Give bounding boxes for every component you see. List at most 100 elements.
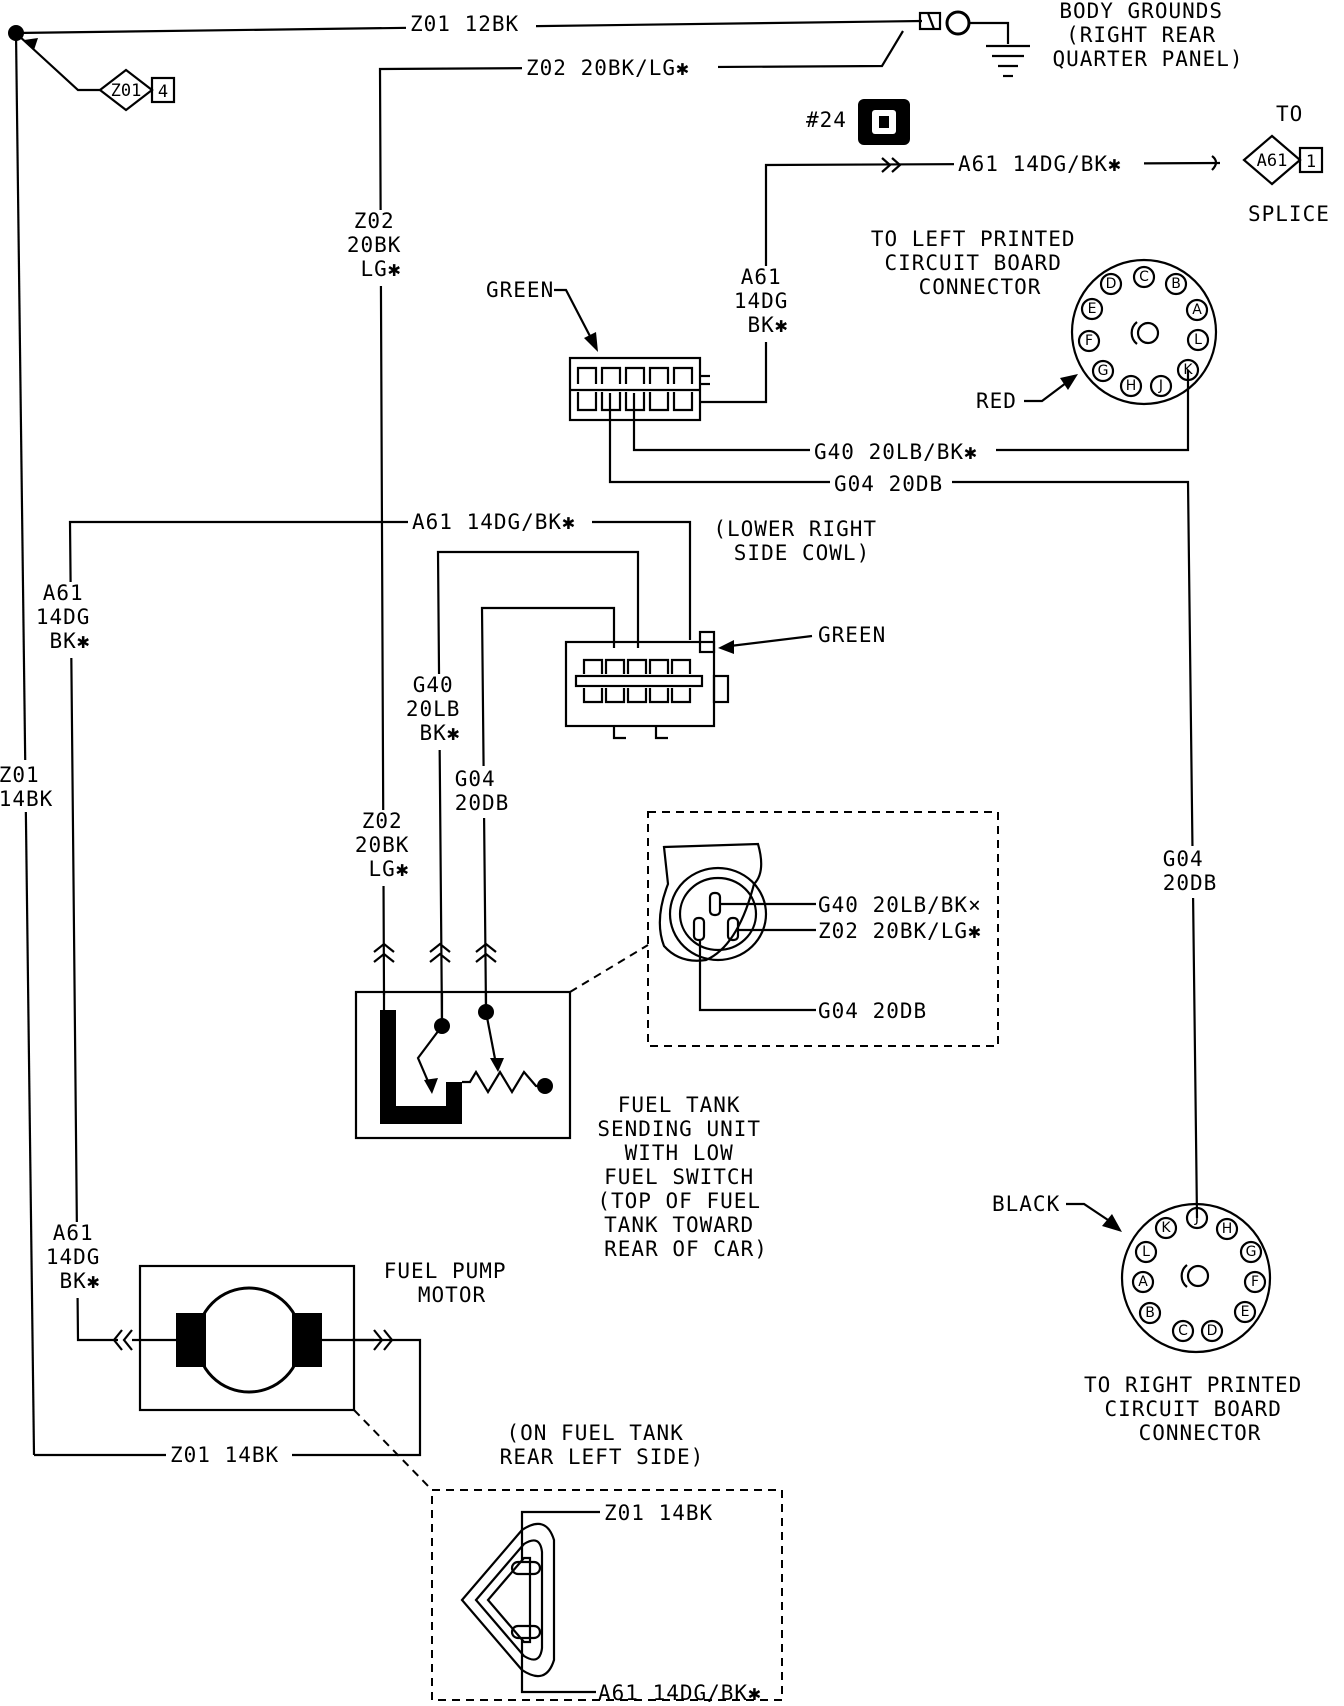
splice-tag-z01-num: 4 [158,82,168,102]
ring-terminal-icon [945,10,971,36]
right-pcb-connector: K J H G F E D C B A L BLACK TO RIGHT PRI… [992,1192,1316,1445]
black-label: BLACK [992,1192,1060,1216]
connector-shell-icon [658,842,763,962]
upper-green-connector: GREEN [486,278,710,422]
svg-text:L: L [1142,1244,1150,1260]
z01-splice-tag: Z01 4 [98,68,176,112]
label-z01-vertical-left: Z01 14BK [0,763,53,811]
fuel-tank-sending-unit: FUEL TANK SENDING UNIT WITH LOW FUEL SWI… [354,942,774,1261]
label-g04-vertical-right: G04 20DB [1163,847,1218,895]
motor-icon [195,1286,303,1394]
label-a61-mid: A61 14DG/BK✱ [412,510,576,534]
pcb-right-pins: K J H G F E D C B A L [1131,1206,1267,1343]
arrow-head-icon [1102,1214,1122,1232]
splice-tag-a61: A61 [1257,151,1288,171]
splice-label: SPLICE [1248,202,1330,226]
label-masks [0,12,1218,1467]
label-z02-vertical-lower: Z02 20BK LG✱ [355,809,423,881]
chevron-icon [373,942,395,953]
splice-dot-icon [8,25,24,41]
svg-text:E: E [1241,1304,1250,1320]
svg-text:H: H [1126,378,1137,394]
sender-pin-z02: Z02 20BK/LG✱ [818,919,982,943]
chevron-icon [881,157,892,173]
a61-splice-tag: TO A61 1 SPLICE [1211,102,1330,226]
break-icon [1211,155,1218,171]
label-g40-vertical: G40 20LB BK✱ [406,673,474,745]
sender-pin-g40: G40 20LB/BK× [818,893,982,917]
pcb-connector-body [1070,258,1218,406]
lower-green-connector: (LOWER RIGHT SIDE COWL) GREEN [564,517,890,740]
left-pcb-connector: D C B A L K J H G F E TO LEFT PRINTED CI… [871,227,1218,413]
z01-splice-leader [17,34,100,92]
low-fuel-switch-icon [380,1010,462,1124]
pump-box [138,1264,356,1412]
svg-text:G: G [1098,363,1109,379]
sending-unit-label: FUEL TANK SENDING UNIT WITH LOW FUEL SWI… [597,1093,774,1261]
svg-text:G: G [1246,1244,1257,1260]
pump-pin-a61: A61 14DG/BK✱ [598,1681,762,1705]
svg-text:J: J [1194,1210,1199,1226]
lower-right-cowl-label: (LOWER RIGHT SIDE COWL) [713,517,890,565]
svg-text:D: D [1106,276,1117,292]
wire-labels: Z01 12BK Z02 20BK/LG✱ A61 14DG/BK✱ A61 1… [0,12,1218,1467]
svg-text:L: L [1194,332,1202,348]
svg-text:F: F [1251,1274,1259,1290]
fuel-pump-motor-label: FUEL PUMP MOTOR [384,1259,520,1307]
red-label: RED [976,389,1017,413]
arrow-head-icon [1060,374,1078,390]
label-a61-top: A61 14DG/BK✱ [958,152,1122,176]
chevron-icon [122,1329,133,1351]
arrow-head-icon [24,38,38,50]
pump-connector-shell-icon [460,1522,556,1678]
green-lower-label: GREEN [818,623,886,647]
label-z01-12bk: Z01 12BK [410,12,519,36]
sending-unit-box [354,990,572,1140]
svg-text:K: K [1183,362,1193,378]
arrow-head-icon [718,640,734,654]
pump-pin-z01: Z01 14BK [604,1501,713,1525]
right-pcb-label: TO RIGHT PRINTED CIRCUIT BOARD CONNECTOR [1084,1373,1316,1445]
svg-text:C: C [1139,269,1149,285]
label-z02-vertical-upper: Z02 20BK LG✱ [347,209,415,281]
label-a61-vertical-green: A61 14DG BK✱ [734,265,802,337]
connector-24-label: #24 [806,108,847,132]
svg-text:F: F [1085,333,1093,349]
splice-tag-a61-num: 1 [1306,152,1316,172]
label-a61-vertical-pump: A61 14DG BK✱ [46,1221,114,1293]
wire-g40-upper [632,370,1190,452]
wire-g40-lower [436,550,640,1027]
label-g04-vertical: G04 20DB [455,767,510,815]
arrow-head-icon [584,332,598,352]
svg-text:J: J [1158,378,1163,394]
body-ground: BODY GROUNDS (RIGHT REAR QUARTER PANEL) [918,0,1243,78]
pump-connector-detail: (ON FUEL TANK REAR LEFT SIDE) Z01 14BK A… [353,1409,783,1705]
body-grounds-label: BODY GROUNDS (RIGHT REAR QUARTER PANEL) [1052,0,1243,71]
label-z02-20bk-lg: Z02 20BK/LG✱ [526,56,690,80]
label-g40: G40 20LB/BK✱ [814,440,978,464]
svg-text:D: D [1207,1323,1218,1339]
detail-box [431,1489,783,1701]
svg-text:A: A [1192,302,1202,318]
wire-z01-14bk-vertical [14,32,36,1456]
fuel-tank-rear-label: (ON FUEL TANK REAR LEFT SIDE) [500,1421,705,1469]
switch-arm-icon [416,1025,443,1087]
pcb-connector-body [1120,1202,1272,1354]
sending-unit-connector-detail: G40 20LB/BK× Z02 20BK/LG✱ G04 20DB [569,811,999,1047]
svg-text:C: C [1178,1323,1188,1339]
wire-z01-14bk-bottom [34,1338,422,1457]
label-a61-vertical-left: A61 14DG BK✱ [36,581,104,653]
fuel-pump-motor: FUEL PUMP MOTOR [112,1259,520,1412]
wire-a61-mid [68,520,692,1342]
resistor-icon [462,1069,544,1095]
splice-tag-z01: Z01 [111,81,142,101]
label-g04: G04 20DB [834,472,943,496]
svg-text:B: B [1171,276,1181,292]
connector-24: #24 [806,99,910,173]
svg-text:H: H [1222,1221,1233,1237]
svg-text:K: K [1161,1220,1171,1236]
label-z01-14bk-bottom: Z01 14BK [170,1443,279,1467]
detail-box [647,811,999,1047]
sender-pin-g04: G04 20DB [818,999,927,1023]
